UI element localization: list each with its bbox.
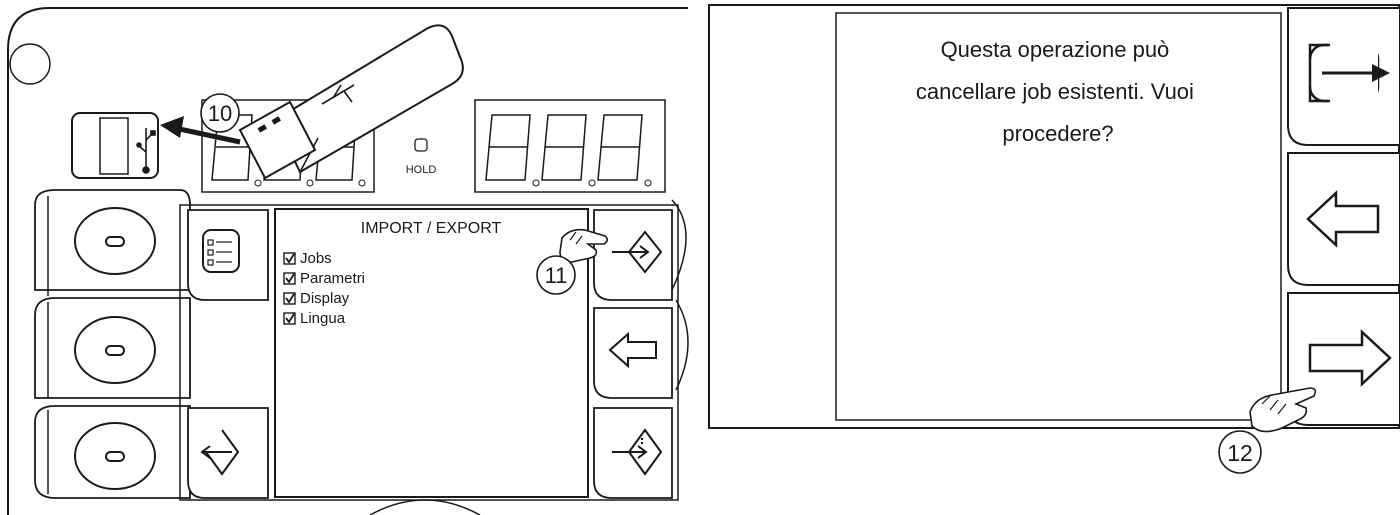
- option-row[interactable]: Lingua: [284, 310, 346, 327]
- message-line: cancellare job esistenti. Vuoi: [916, 79, 1194, 104]
- soft-button-3[interactable]: [35, 406, 190, 498]
- option-label: Jobs: [300, 250, 332, 267]
- dialog-screen: [836, 13, 1281, 420]
- screen-title: IMPORT / EXPORT: [361, 220, 502, 237]
- menu-key[interactable]: [188, 210, 268, 300]
- message-line: Questa operazione può: [941, 37, 1170, 62]
- back-key[interactable]: [1288, 153, 1400, 285]
- callout-10: 10: [201, 94, 239, 132]
- callout-11: 11: [537, 256, 575, 294]
- message-line: procedere?: [1002, 121, 1113, 146]
- panel-edge-arc: [672, 200, 686, 290]
- next-key[interactable]: [1288, 293, 1400, 425]
- confirmation-panel-right: Questa operazione può cancellare job esi…: [709, 5, 1400, 473]
- seven-segment-display-right: [475, 100, 665, 192]
- usb-port[interactable]: [72, 113, 158, 178]
- menu-list-icon: [203, 230, 239, 272]
- soft-button-1[interactable]: [35, 190, 190, 296]
- device-screen: IMPORT / EXPORT JobsParametriDisplayLing…: [275, 209, 588, 497]
- svg-text:12: 12: [1227, 440, 1253, 466]
- option-label: Parametri: [300, 270, 365, 287]
- soft-button-2[interactable]: [35, 298, 190, 398]
- export-key[interactable]: [594, 408, 672, 498]
- back-key[interactable]: [594, 308, 672, 398]
- exit-icon: [1310, 42, 1390, 104]
- option-label: Lingua: [300, 310, 346, 327]
- import-confirm-key[interactable]: [594, 210, 672, 300]
- svg-text:10: 10: [208, 101, 232, 126]
- mounting-hole: [10, 44, 50, 84]
- exit-key[interactable]: [1288, 8, 1400, 145]
- control-panel-left: HOLD: [8, 8, 688, 515]
- hold-indicator: HOLD: [406, 139, 437, 176]
- knob-arc: [370, 500, 480, 515]
- import-key-left[interactable]: [188, 408, 268, 498]
- callout-12: 12: [1219, 431, 1261, 473]
- svg-text:11: 11: [545, 263, 568, 288]
- option-label: Display: [300, 290, 350, 307]
- option-row[interactable]: Jobs: [284, 250, 332, 267]
- hold-label: HOLD: [406, 164, 437, 176]
- hold-led: [415, 139, 427, 151]
- option-row[interactable]: Display: [284, 290, 350, 307]
